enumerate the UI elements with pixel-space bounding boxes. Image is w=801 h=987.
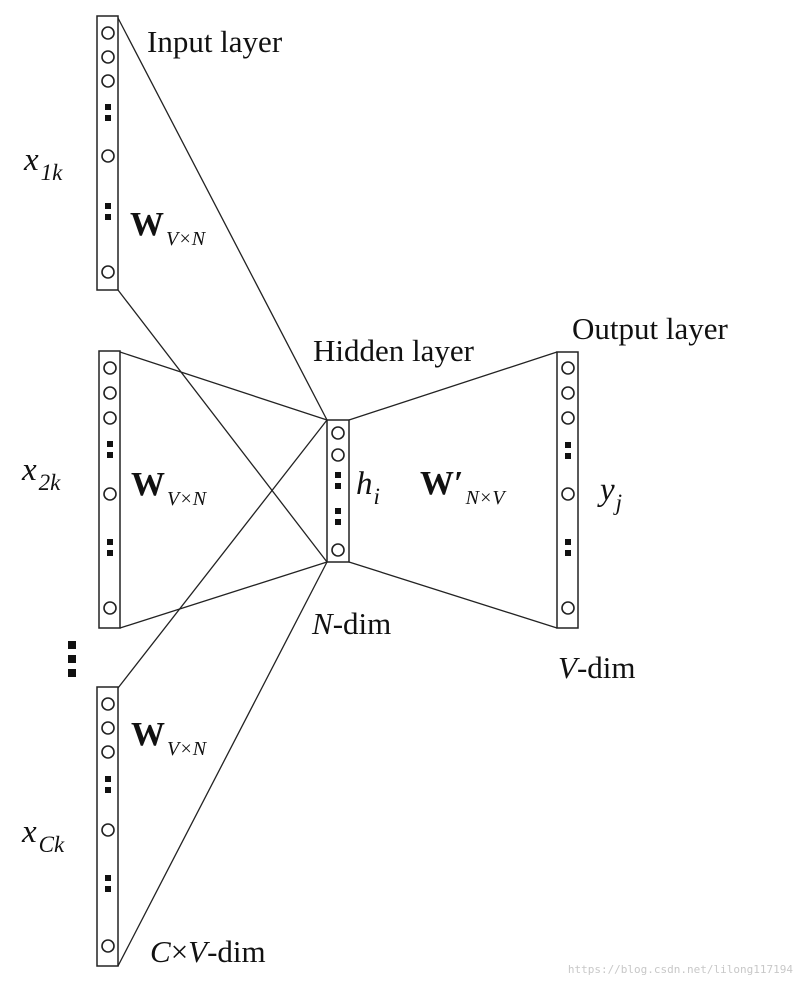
hidden-layer-label: Hidden layer <box>313 333 475 368</box>
hi-label: hi <box>356 466 380 509</box>
neuron <box>331 448 345 462</box>
neuron <box>101 745 115 759</box>
v-dim-label: V-dim <box>558 650 636 685</box>
output-layer-block <box>556 351 579 629</box>
weight-wprime-label: W′N×V <box>420 465 507 509</box>
input-block-2 <box>98 350 121 629</box>
neuron <box>561 386 575 400</box>
line-input2-bottom <box>119 561 328 629</box>
watermark: https://blog.csdn.net/lilong117194 <box>568 963 794 976</box>
neuron <box>101 823 115 837</box>
neuron <box>331 543 345 557</box>
line-input1-bottom <box>117 289 328 563</box>
neuron <box>103 386 117 400</box>
ellipsis-dots <box>565 442 571 556</box>
x2k-label: x2k <box>21 452 61 495</box>
neuron <box>101 939 115 953</box>
neuron <box>561 361 575 375</box>
ellipsis-dots <box>335 472 341 525</box>
n-dim-label: N-dim <box>311 606 391 641</box>
hidden-layer-block <box>326 419 350 563</box>
line-output-top <box>348 351 558 421</box>
input-block-c <box>96 686 119 967</box>
neuron <box>101 697 115 711</box>
neuron <box>101 265 115 279</box>
input-block-1 <box>96 15 119 291</box>
line-output-bottom <box>348 561 558 629</box>
input-layer-label: Input layer <box>147 24 283 59</box>
neuron <box>561 411 575 425</box>
line-inputc-top <box>117 419 328 689</box>
neuron <box>103 601 117 615</box>
neuron <box>101 26 115 40</box>
ellipsis-dots <box>107 441 113 556</box>
cv-dim-label: C×V-dim <box>150 934 266 969</box>
neuron <box>101 74 115 88</box>
line-input1-top <box>117 17 328 421</box>
blocks-ellipsis <box>68 641 76 677</box>
neuron <box>101 50 115 64</box>
x1k-label: x1k <box>23 142 63 185</box>
neuron <box>103 487 117 501</box>
output-layer-label: Output layer <box>572 311 728 346</box>
neuron <box>561 487 575 501</box>
line-inputc-bottom <box>117 561 328 967</box>
ellipsis-dots <box>105 104 111 220</box>
neuron <box>101 721 115 735</box>
input-to-hidden-lines <box>117 17 328 967</box>
neuron <box>331 426 345 440</box>
neuron <box>103 411 117 425</box>
line-input2-top <box>119 351 328 421</box>
neuron <box>561 601 575 615</box>
neuron <box>103 361 117 375</box>
neuron <box>101 149 115 163</box>
yj-label: yj <box>597 472 622 515</box>
hidden-to-output-lines <box>348 351 558 629</box>
xck-label: xCk <box>21 814 65 857</box>
ellipsis-dots <box>105 776 111 892</box>
